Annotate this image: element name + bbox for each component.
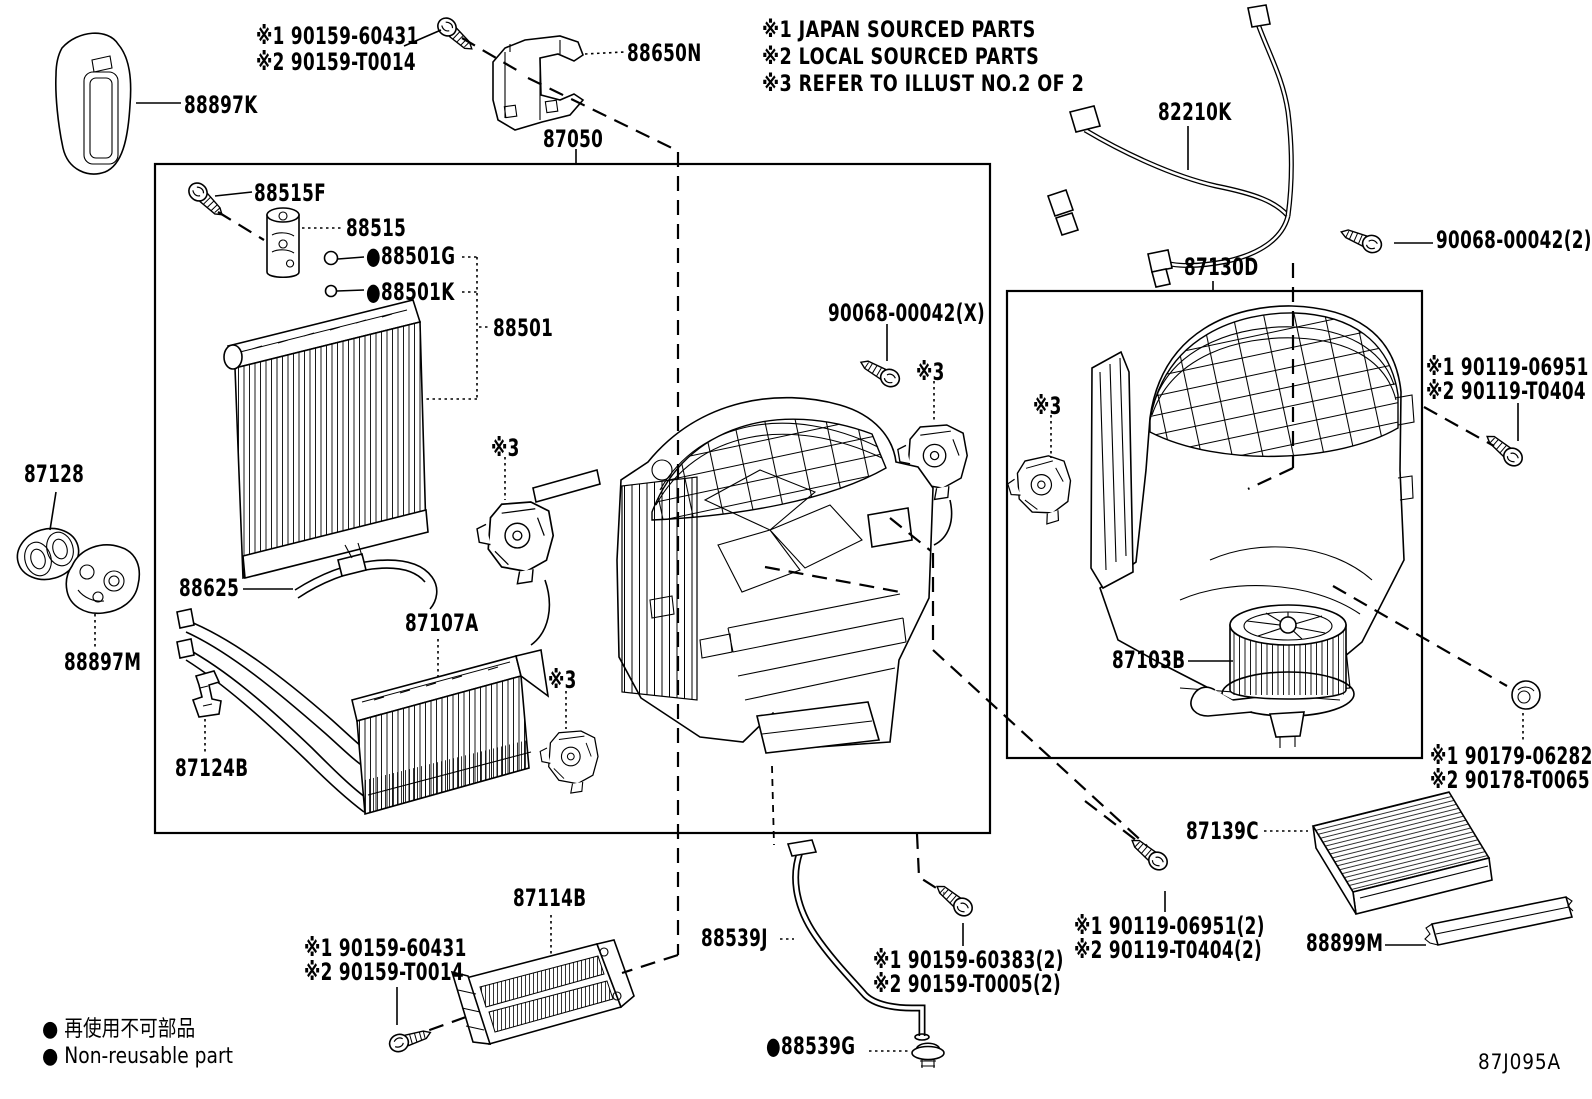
- filter-87139c-drawing: [1311, 791, 1493, 915]
- pad-88897k-drawing: [55, 32, 132, 175]
- assembly-dashed-lines: [217, 37, 1508, 1034]
- servo-blower-drawing: [1004, 452, 1077, 530]
- screw-icon-90119x2: [1125, 834, 1172, 875]
- ref3-left: ※3: [491, 434, 520, 462]
- screw-note-90119x2-2: ※2 90119-T0404(2): [1074, 936, 1263, 964]
- part-88899m: 88899M: [1306, 929, 1384, 957]
- blower-assy-87130d-drawing: [1090, 305, 1415, 701]
- part-88625: 88625: [179, 574, 240, 602]
- servo-left-drawing: [476, 501, 555, 585]
- part-88897m: 88897M: [64, 648, 142, 676]
- part-88515: 88515: [346, 214, 407, 242]
- hvac-unit-drawing: [532, 396, 934, 754]
- ref3-heater: ※3: [548, 666, 577, 694]
- part-88650n: 88650N: [627, 39, 702, 67]
- drawing-code: 87J095A: [1478, 1050, 1562, 1074]
- ref3-right-box: ※3: [1033, 392, 1062, 420]
- leader-lines-dotted: [94, 51, 1524, 1052]
- part-87107a: 87107A: [405, 609, 479, 637]
- screw-90068-00042-2: 90068-00042(2): [1436, 226, 1592, 254]
- screw-icon-60383: [930, 880, 977, 921]
- leader-lines-solid: [49, 29, 1519, 1025]
- evaporator-88501-drawing: [223, 299, 429, 580]
- part-88501g: ●88501G: [366, 242, 456, 270]
- legend-non-reusable-jp: ● 再使用不可部品: [42, 1017, 196, 1042]
- screw-icon-90068x: [855, 355, 904, 391]
- main-unit-box: [153, 162, 992, 835]
- drain-hose-88539j-drawing: [786, 839, 930, 1041]
- screw-note-bottom-left-1: ※1 90159-60431: [304, 934, 467, 962]
- note-japan-sourced: ※1 JAPAN SOURCED PARTS: [762, 18, 1036, 43]
- ref3-center: ※3: [916, 358, 945, 386]
- screw-note-90119-2: ※2 90119-T0404: [1426, 377, 1586, 405]
- screw-icon-87114b: [386, 1021, 434, 1056]
- part-88539j: 88539J: [701, 924, 768, 952]
- valve-88515-drawing: [266, 207, 300, 279]
- screw-note-90119x2-1: ※1 90119-06951(2): [1074, 912, 1265, 940]
- screw-90068-00042-x: 90068-00042(X): [828, 299, 986, 327]
- servo-heater-drawing: [539, 730, 599, 794]
- screw-icon-90068-2: [1337, 224, 1385, 256]
- part-88897k: 88897K: [184, 91, 258, 119]
- part-87114b: 87114B: [513, 884, 587, 912]
- screw-note-60383-1: ※1 90159-60383(2): [873, 946, 1064, 974]
- screw-icon-90119: [1480, 430, 1527, 471]
- oring-88501k-drawing: [324, 284, 338, 298]
- seal-88899m-drawing: [1424, 896, 1574, 946]
- drain-dashed-line: [771, 765, 775, 846]
- screw-note-top-left-2: ※2 90159-T0014: [256, 48, 416, 76]
- oring-88501g-drawing: [323, 250, 339, 266]
- note-refer-illust: ※3 REFER TO ILLUST NO.2 OF 2: [762, 72, 1085, 97]
- plate-88897m-drawing: [65, 544, 141, 615]
- part-87103b: 87103B: [1112, 646, 1186, 674]
- part-87130d: 87130D: [1184, 253, 1259, 281]
- part-88501k: ●88501K: [366, 278, 455, 306]
- screw-note-90119-1: ※1 90119-06951: [1426, 353, 1589, 381]
- part-88501: 88501: [493, 314, 554, 342]
- legend-non-reusable-en: ● Non-reusable part: [42, 1044, 233, 1069]
- part-88539g: ●88539G: [766, 1032, 856, 1060]
- part-87050: 87050: [543, 125, 604, 153]
- part-87124b: 87124B: [175, 754, 249, 782]
- clamp-87124b-drawing: [191, 670, 222, 718]
- heater-core-87107a-drawing: [351, 649, 550, 816]
- screw-icon-top: [433, 13, 480, 55]
- screw-note-bottom-left-2: ※2 90159-T0014: [304, 958, 464, 986]
- part-82210k: 82210K: [1158, 98, 1232, 126]
- grommet-88539g-drawing: [911, 1042, 945, 1068]
- note-local-sourced: ※2 LOCAL SOURCED PARTS: [762, 45, 1040, 70]
- wire-harness-82210k-drawing: [1046, 4, 1294, 288]
- screw-note-60383-2: ※2 90159-T0005(2): [873, 970, 1062, 998]
- part-87128: 87128: [24, 460, 85, 488]
- grommet-87128-drawing: [16, 527, 80, 581]
- blower-motor-87103b-drawing: [1190, 604, 1355, 748]
- blower-unit-box: [1005, 289, 1424, 760]
- part-87139c: 87139C: [1186, 817, 1259, 845]
- grommet-note-2: ※2 90178-T0065: [1430, 766, 1590, 794]
- grommet-note-1: ※1 90179-06282: [1430, 742, 1592, 770]
- part-88515f: 88515F: [254, 179, 327, 207]
- grommet-90179-drawing: [1511, 680, 1541, 710]
- screw-note-top-left-1: ※1 90159-60431: [256, 22, 419, 50]
- ptc-heater-87114b-drawing: [450, 939, 635, 1045]
